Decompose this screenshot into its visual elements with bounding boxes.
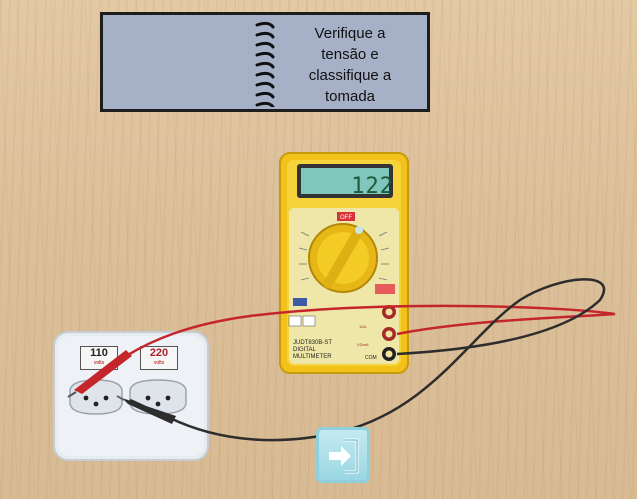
instruction-card: Verifique a tensão e classifique a tomad… [100,12,430,112]
socket-label-110-value: 110 [90,347,108,359]
port-10a[interactable] [382,305,396,319]
rotary-selector-knob[interactable] [308,223,378,293]
spiral-binding-icon [255,21,275,107]
outlet-110[interactable] [69,379,123,415]
instruction-text: Verifique a tensão e classifique a tomad… [285,23,415,107]
instruction-line-3: classifique a [308,67,392,84]
exit-button[interactable] [316,427,370,483]
off-label: OFF [340,215,352,221]
wall-socket-plate[interactable] [52,328,212,464]
model-line-2: DIGITAL [293,347,316,353]
port-com-label: COM [365,355,377,361]
instruction-line-2: tensão e [321,46,379,63]
port-10a-label: 10A [359,324,366,329]
multimeter-model-label: JUDT830B-ST DIGITAL MULTIMETER [293,340,353,361]
socket-label-220-unit: volts [153,360,165,366]
port-com[interactable] [382,347,396,361]
socket-label-110-unit: volts [93,360,105,366]
instruction-line-4: tomada [324,88,376,105]
outlet-220[interactable] [129,379,187,415]
port-v-label: VΩmA [357,342,369,347]
port-vohm[interactable] [382,327,396,341]
exit-door-arrow-icon [329,438,359,474]
socket-label-110: 110 volts [80,346,118,370]
model-line-1: JUDT830B-ST [293,340,333,346]
instruction-line-1: Verifique a [314,25,386,42]
socket-label-220-value: 220 [149,347,169,359]
model-line-3: MULTIMETER [293,354,332,360]
lcd-reading: 122 [351,174,394,199]
socket-label-220: 220 volts [140,346,178,370]
off-marker [337,212,355,221]
